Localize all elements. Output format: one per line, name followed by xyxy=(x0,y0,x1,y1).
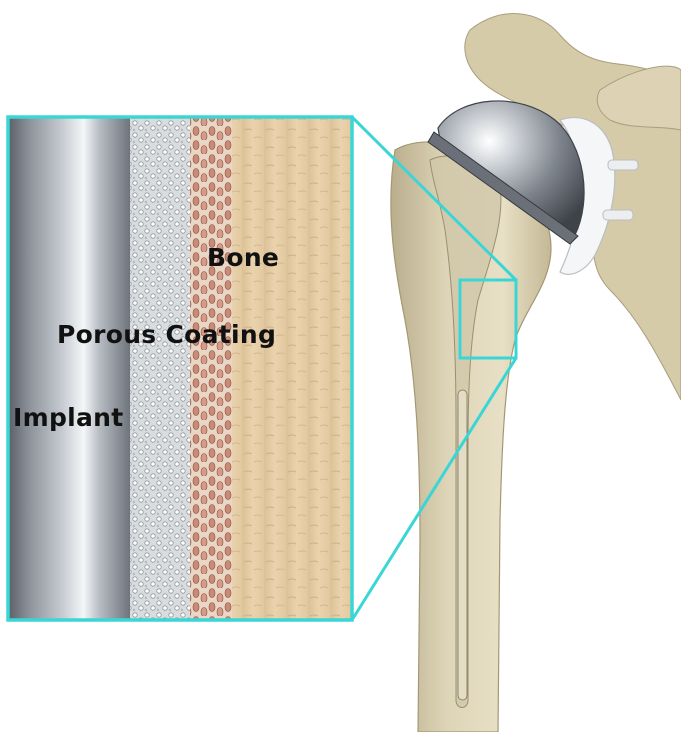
porous-coating-layer xyxy=(130,117,190,620)
bone-ingrowth-layer xyxy=(190,117,232,620)
implant-layer xyxy=(8,117,130,620)
bone-layer xyxy=(232,117,352,620)
zoom-inset xyxy=(8,117,352,620)
porous-coating-label: Porous Coating xyxy=(57,320,276,349)
glenoid-peg xyxy=(608,160,638,170)
glenoid-peg xyxy=(603,210,633,220)
bone-label: Bone xyxy=(207,243,279,272)
implant-label: Implant xyxy=(13,403,124,432)
